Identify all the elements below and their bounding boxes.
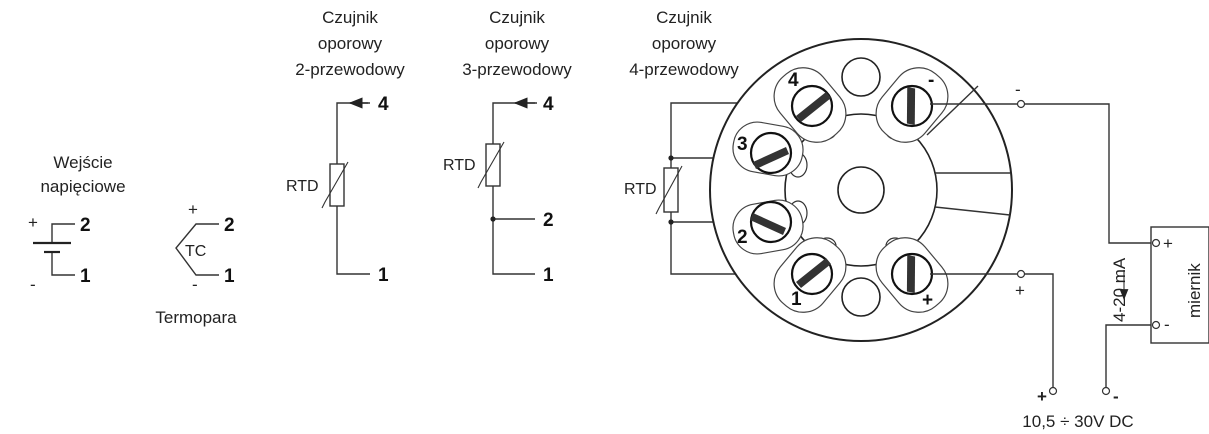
rtd4-title-1: Czujnik (656, 8, 712, 27)
rtd4-junction-top (668, 155, 674, 161)
rtd4-title-3: 4-przewodowy (629, 60, 739, 79)
rtd2-thermistor-slash (321, 161, 349, 209)
rtd3-junction (490, 216, 496, 222)
tc-pin-2: 2 (224, 215, 235, 236)
terminal-minus-label: - (928, 70, 934, 91)
meter-plus-label: + (1163, 234, 1173, 253)
supply-minus-label: - (1113, 387, 1119, 406)
transmitter-head: 4 3 2 1 - (709, 38, 1013, 342)
terminal-1: 1 (773, 237, 847, 313)
rtd2-title-3: 2-przewodowy (295, 60, 405, 79)
voltage-wire-bottom (51, 253, 75, 276)
rtd-4wire: Czujnik oporowy 4-przewodowy RTD (624, 8, 790, 275)
loop-minus-label: - (1015, 80, 1021, 99)
terminal-1-label: 1 (791, 289, 802, 310)
rtd4-label: RTD (624, 181, 657, 198)
loop-return-wire (1105, 324, 1151, 387)
terminal-3: 3 (732, 121, 804, 177)
rtd2-title-2: oporowy (318, 34, 383, 53)
rtd2-title-1: Czujnik (322, 8, 378, 27)
tc-minus-label: - (192, 275, 198, 294)
voltage-pin-1: 1 (80, 266, 91, 287)
voltage-input-title-1: Wejście (53, 153, 112, 172)
tc-pin-1: 1 (224, 266, 235, 287)
terminal-plus: + (875, 237, 949, 313)
terminal-minus: - (875, 67, 949, 143)
supply-plus-node (1048, 386, 1058, 396)
voltage-wire-top (51, 223, 75, 242)
rtd2-pin-4: 4 (378, 94, 389, 115)
rtd3-label: RTD (443, 157, 476, 174)
tc-caption: Termopara (155, 308, 237, 327)
slot-line-1 (926, 85, 979, 136)
rtd3-pin-1: 1 (543, 265, 554, 286)
terminal-4-label: 4 (788, 70, 799, 91)
tc-plus-label: + (188, 200, 198, 219)
terminal-4: 4 (773, 67, 847, 143)
terminal-3-label: 3 (737, 134, 748, 155)
mount-hole-top (841, 57, 881, 97)
loop-plus-wire-b (1024, 273, 1054, 387)
rtd3-wire-bottom (492, 186, 535, 275)
supply-minus-node (1101, 386, 1111, 396)
meter-plus-node (1151, 238, 1161, 248)
current-loop: - + 4-20 mA + - miernik + - 10,5 ÷ 30V D… (930, 80, 1209, 431)
rtd2-wire-bottom (336, 206, 370, 275)
voltage-input: Wejście napięciowe + - 2 1 (28, 153, 126, 294)
thermocouple: + - TC 2 1 Termopara (155, 200, 237, 327)
mount-hole-bottom (841, 277, 881, 317)
rtd2-resistor (329, 163, 345, 207)
rtd3-title-1: Czujnik (489, 8, 545, 27)
rtd3-resistor (485, 143, 501, 187)
loop-minus-wire-b (1024, 103, 1151, 244)
voltage-pin-2: 2 (80, 215, 91, 236)
rtd3-thermistor-slash (477, 141, 505, 189)
voltage-input-title-2: napięciowe (40, 177, 125, 196)
center-hole (837, 166, 885, 214)
rtd4-title-2: oporowy (652, 34, 717, 53)
tc-label: TC (185, 243, 206, 260)
terminal-2-label: 2 (737, 227, 748, 248)
rtd3-pin-4: 4 (543, 94, 554, 115)
loop-plus-node (1016, 269, 1026, 279)
voltage-minus-label: - (30, 275, 36, 294)
rtd4-thermistor-slash (655, 165, 683, 215)
current-label: 4-20 mA (1110, 257, 1129, 322)
rtd3-title-2: oporowy (485, 34, 550, 53)
rtd3-wire-top (492, 102, 535, 144)
rtd2-wire-top (336, 102, 368, 164)
meter-box (1150, 226, 1209, 344)
supply-label: 10,5 ÷ 30V DC (1022, 412, 1133, 431)
rtd-2wire: Czujnik oporowy 2-przewodowy RTD 4 1 (286, 8, 405, 286)
supply-plus-label: + (1037, 387, 1047, 406)
rtd2-label: RTD (286, 178, 319, 195)
slot-line-3 (934, 206, 1011, 216)
tc-wires (175, 223, 219, 276)
meter-label: miernik (1185, 263, 1204, 318)
rtd3-pin-2: 2 (543, 210, 554, 231)
rtd4-junction-bottom (668, 219, 674, 225)
rtd3-title-3: 3-przewodowy (462, 60, 572, 79)
meter-minus-label: - (1164, 315, 1170, 334)
rtd2-pin-1: 1 (378, 265, 389, 286)
rtd-3wire: Czujnik oporowy 3-przewodowy RTD 4 2 1 (443, 8, 572, 286)
voltage-plus-label: + (28, 213, 38, 232)
loop-plus-label: + (1015, 281, 1025, 300)
terminal-2: 2 (732, 199, 804, 255)
meter-minus-node (1151, 320, 1161, 330)
rtd4-resistor (663, 167, 679, 213)
loop-minus-node (1016, 99, 1026, 109)
terminal-plus-label: + (922, 290, 933, 311)
